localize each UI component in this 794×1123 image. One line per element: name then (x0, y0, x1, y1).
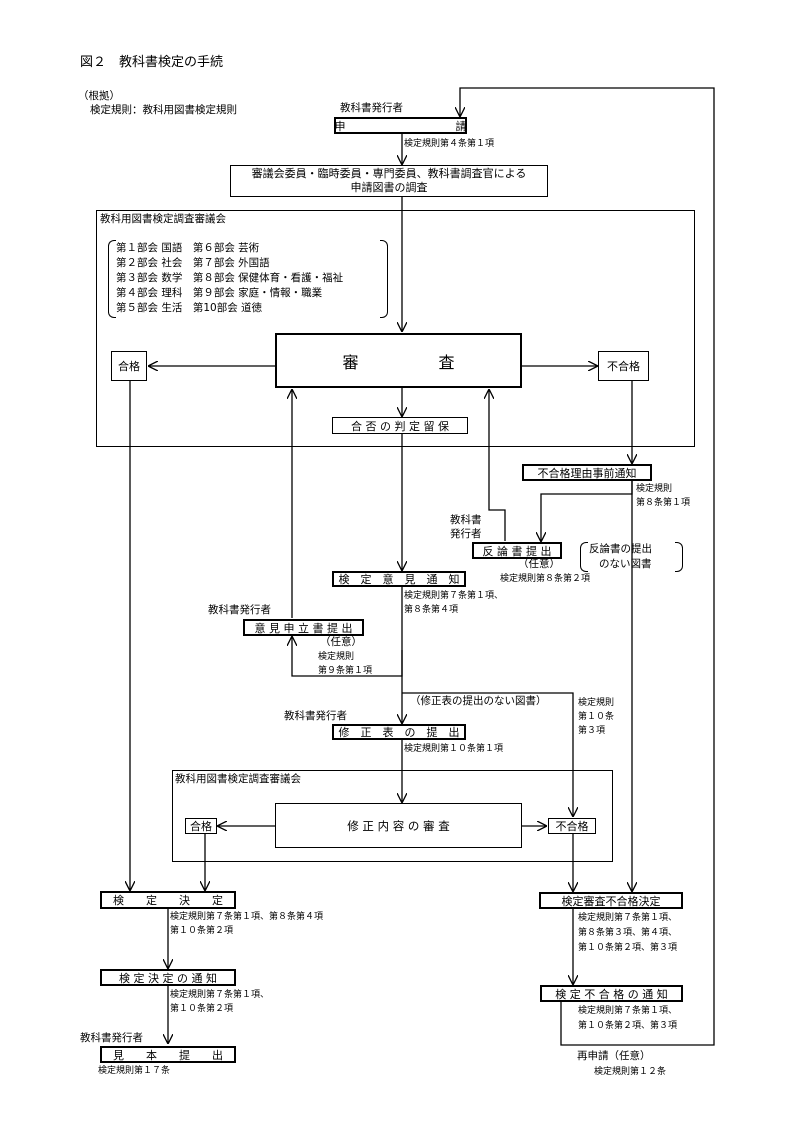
investigation-line1: 審議会委員・臨時委員・専門委員、教科書調査官による (251, 167, 527, 180)
apply-ref: 検定規則第４条第１項 (404, 139, 495, 149)
section-line: 第２部会 社会 第７部会 外国語 (116, 257, 270, 269)
rejection-ref1: 検定規則第７条第１項、 (578, 913, 678, 923)
sections-right-bracket (380, 240, 388, 318)
review2-box: 修 正 内 容 の 審 査 (275, 803, 522, 848)
reserve-box: 合 否 の 判 定 留 保 (332, 417, 468, 434)
opinion-notice-ref2: 第８条第４項 (404, 605, 459, 615)
figure-title: 図２ 教科書検定の手続 (80, 55, 224, 70)
fail-notice-ref1: 検定規則 (636, 484, 673, 494)
arrow-reapply-loop (460, 87, 715, 1046)
council2-group (172, 770, 613, 862)
fail2-box: 不合格 (548, 818, 596, 834)
section-line: 第４部会 理科 第９部会 家庭・情報・職業 (116, 287, 323, 299)
investigation-box: 審議会委員・臨時委員・専門委員、教科書調査官による 申請図書の調査 (230, 165, 548, 197)
council-label: 教科用図書検定調査審議会 (100, 213, 226, 225)
no-revision-label: （修正表の提出のない図書） (410, 695, 547, 707)
opinion-notice-ref1: 検定規則第７条第１項、 (404, 591, 504, 601)
side-ref-line1: 検定規則 (578, 698, 615, 708)
no-rebuttal-right-bracket (675, 542, 683, 572)
basis-label: （根拠） (78, 90, 120, 102)
approval-ref1: 検定規則第７条第１項、第８条第４項 (170, 912, 324, 922)
review-box: 審 査 (275, 333, 522, 388)
arrow-no-revision-to-fail2 (402, 692, 573, 816)
approval-notice-ref1: 検定規則第７条第１項、 (170, 990, 270, 1000)
council-group (96, 210, 695, 447)
sample-ref: 検定規則第１７条 (98, 1066, 171, 1076)
section-line: 第３部会 数学 第８部会 保健体育・看護・福祉 (116, 272, 344, 284)
rejection-notice-ref2: 第１０条第２項、第３項 (578, 1021, 678, 1031)
publisher-label-rebuttal-2: 発行者 (450, 528, 482, 540)
section-line: 第１部会 国語 第６部会 芸術 (116, 242, 260, 254)
fail-notice-ref2: 第８条第１項 (636, 498, 691, 508)
objection-optional: （任意） (320, 636, 362, 648)
no-rebuttal-left-bracket (580, 542, 588, 572)
investigation-line2: 申請図書の調査 (350, 181, 428, 194)
publisher-label-rebuttal-1: 教科書 (450, 514, 482, 526)
no-rebuttal-line2: のない図書 (599, 558, 652, 570)
approval-notice-box: 検 定 決 定 の 通 知 (100, 969, 236, 986)
approval-ref2: 第１０条第２項 (170, 926, 234, 936)
objection-box: 意 見 申 立 書 提 出 (243, 619, 364, 636)
arrow-opinion-to-objection (292, 637, 403, 677)
rebuttal-optional: （任意） (518, 558, 560, 570)
revision-ref: 検定規則第１０条第１項 (404, 744, 504, 754)
arrow-notice-to-rebuttal (541, 481, 633, 541)
rebuttal-box: 反 論 書 提 出 (472, 542, 562, 559)
publisher-label-apply: 教科書発行者 (340, 102, 403, 114)
opinion-notice-box: 検 定 意 見 通 知 (332, 571, 466, 587)
side-ref-line3: 第３項 (578, 726, 606, 736)
pass2-box: 合格 (185, 818, 217, 834)
reapply-ref: 検定規則第１２条 (594, 1067, 667, 1077)
apply-box: 申 請 (334, 117, 467, 134)
approval-notice-ref2: 第１０条第２項 (170, 1004, 234, 1014)
pass-box: 合格 (111, 351, 147, 381)
revision-box: 修 正 表 の 提 出 (332, 724, 466, 740)
fail-box: 不合格 (598, 351, 649, 381)
rejection-ref2: 第８条第３項、第４項、 (578, 928, 678, 938)
council2-label: 教科用図書検定調査審議会 (175, 773, 301, 785)
objection-ref1: 検定規則 (318, 652, 355, 662)
rejection-box: 検定審査不合格決定 (539, 892, 683, 909)
reapply-label: 再申請（任意） (577, 1050, 651, 1062)
rejection-notice-box: 検 定 不 合 格 の 通 知 (540, 985, 683, 1002)
no-rebuttal-line1: 反論書の提出 (589, 543, 652, 555)
sections-left-bracket (108, 240, 116, 318)
rebuttal-ref: 検定規則第８条第２項 (500, 574, 591, 584)
rejection-notice-ref1: 検定規則第７条第１項、 (578, 1006, 678, 1016)
rejection-ref3: 第１０条第２項、第３項 (578, 943, 678, 953)
side-ref-line2: 第１０条 (578, 712, 615, 722)
publisher-label-sample: 教科書発行者 (80, 1032, 143, 1044)
sample-box: 見 本 提 出 (100, 1046, 236, 1063)
objection-ref2: 第９条第１項 (318, 666, 373, 676)
section-line: 第５部会 生活 第10部会 道徳 (116, 302, 263, 314)
approval-box: 検 定 決 定 (100, 891, 236, 909)
basis-text: 検定規則：教科用図書検定規則 (90, 104, 237, 116)
arrow-rebuttal-to-review (489, 390, 506, 541)
publisher-label-objection: 教科書発行者 (208, 604, 271, 616)
fail-notice-box: 不合格理由事前通知 (522, 464, 652, 481)
publisher-label-revision: 教科書発行者 (284, 710, 347, 722)
